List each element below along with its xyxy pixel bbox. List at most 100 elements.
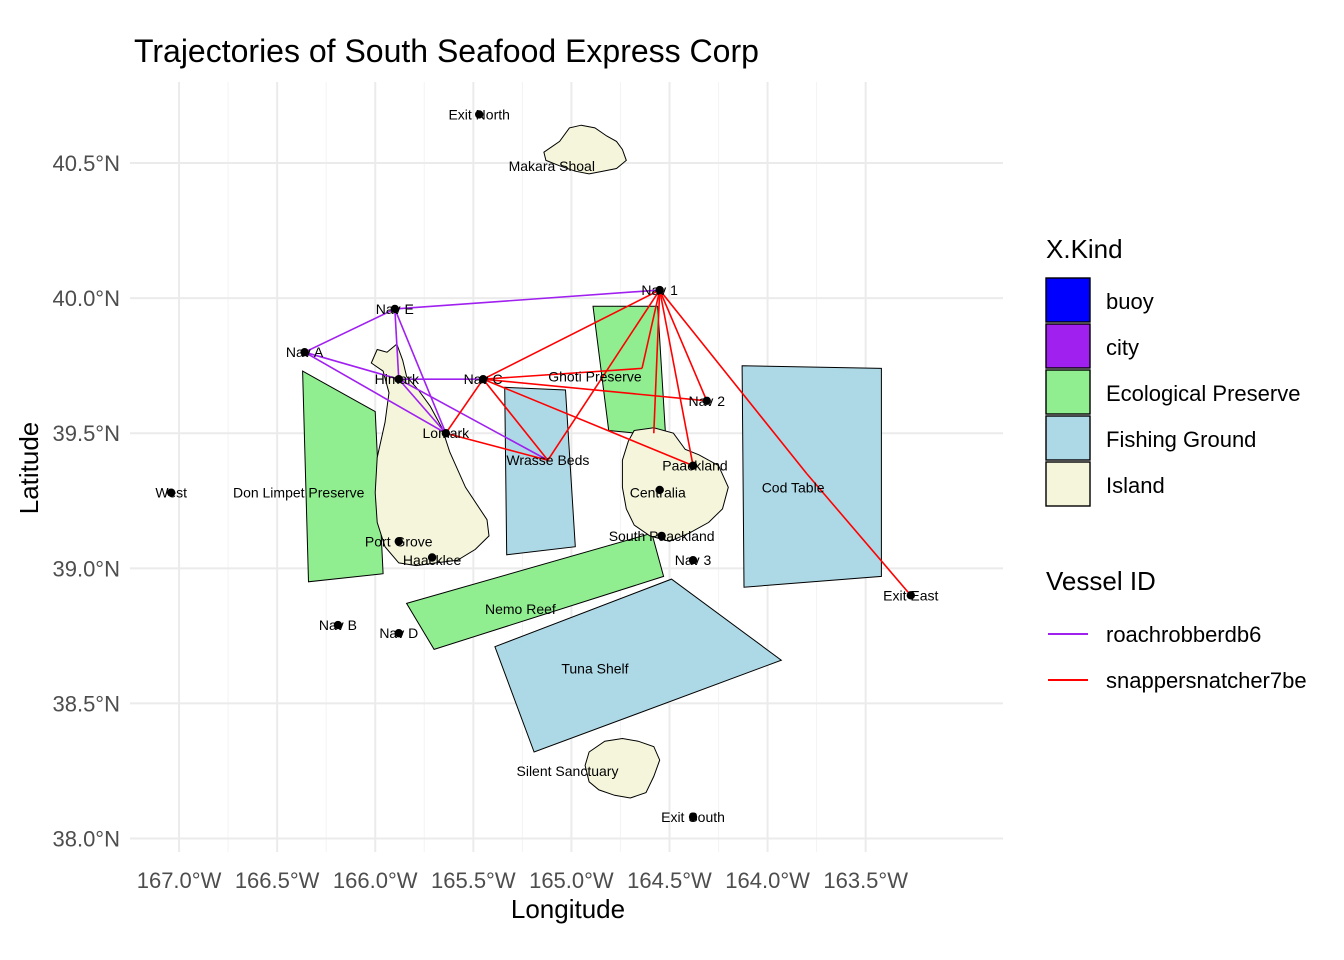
track-snappersnatcher7be <box>547 289 661 461</box>
location-point <box>702 396 711 406</box>
location-point <box>394 374 403 384</box>
track-snappersnatcher7be <box>445 378 484 434</box>
place-label-lomark: Lomark <box>423 425 471 441</box>
place-label-nav-d: Nav D <box>379 625 418 641</box>
place-label-nemo-reef: Nemo Reef <box>485 601 556 617</box>
region-nemo-reef <box>405 532 665 650</box>
y-tick-label: 40.5°N <box>52 151 120 176</box>
place-label-nav-a: Nav A <box>286 344 324 360</box>
x-tick-label: 164.0°W <box>725 868 810 893</box>
location-point <box>688 556 698 565</box>
x-tick-label: 163.5°W <box>823 868 908 893</box>
legend-label-snappersnatcher7be: snappersnatcher7be <box>1106 668 1307 693</box>
place-label-nav-1: Nav 1 <box>641 282 678 298</box>
place-label-west: West <box>155 485 187 501</box>
legend-label-roachrobberdb6: roachrobberdb6 <box>1106 622 1261 647</box>
track-roachrobberdb6 <box>398 378 447 434</box>
y-tick-label: 38.5°N <box>52 691 120 716</box>
x-tick-label: 165.5°W <box>431 868 516 893</box>
place-label-haacklee: Haacklee <box>403 552 462 568</box>
track-snappersnatcher7be <box>482 378 694 467</box>
location-point <box>390 304 400 314</box>
track-snappersnatcher7be <box>658 289 708 402</box>
location-point <box>166 488 176 497</box>
track-roachrobberdb6 <box>398 378 549 461</box>
track-snappersnatcher7be <box>659 289 808 475</box>
place-label-don-limpet-preserve: Don Limpet Preserve <box>233 485 365 501</box>
y-axis-title: Latitude <box>14 422 44 515</box>
location-point <box>441 429 451 438</box>
region-don-limpet-preserve <box>302 370 384 583</box>
place-label-nav-e: Nav E <box>376 301 414 317</box>
place-label-makara-shoal: Makara Shoal <box>509 158 595 174</box>
track-snappersnatcher7be <box>445 432 549 462</box>
location-point <box>478 374 488 384</box>
place-label-paackland: Paackland <box>662 458 727 474</box>
x-tick-label: 167.0°W <box>137 868 222 893</box>
track-snappersnatcher7be <box>482 289 661 380</box>
legend-swatch-city <box>1045 323 1091 369</box>
x-axis-title: Longitude <box>511 894 625 924</box>
track-snappersnatcher7be <box>483 367 643 380</box>
legend-label-city: city <box>1106 335 1139 360</box>
legend-label-fishing-ground: Fishing Ground <box>1106 427 1256 452</box>
legend-kind-title: X.Kind <box>1046 234 1123 264</box>
region-lomark <box>370 343 490 567</box>
location-point <box>300 347 309 357</box>
region-silent-sanctuary <box>584 737 661 799</box>
place-label-ghoti-preserve: Ghoti Preserve <box>548 368 642 384</box>
location-point <box>688 461 698 470</box>
place-label-port-grove: Port Grove <box>365 533 433 549</box>
location-point <box>655 285 664 295</box>
track-roachrobberdb6 <box>304 351 447 434</box>
region-makara-shoal <box>543 124 627 175</box>
x-tick-label: 165.0°W <box>529 868 614 893</box>
track-snappersnatcher7be <box>653 290 661 434</box>
location-point <box>394 628 403 638</box>
legend-swatch-ecological-preserve <box>1045 369 1091 415</box>
y-tick-label: 39.0°N <box>52 556 120 581</box>
y-tick-label: 38.0°N <box>52 826 120 851</box>
location-point <box>688 812 698 822</box>
region-paackland <box>621 427 729 542</box>
place-label-centralia: Centralia <box>630 485 686 501</box>
location-point <box>333 620 343 630</box>
track-roachrobberdb6 <box>394 289 660 310</box>
location-point <box>657 531 666 541</box>
location-point <box>475 110 484 119</box>
legend-label-buoy: buoy <box>1106 289 1154 314</box>
place-label-south-paackland: South Paackland <box>609 528 715 544</box>
track-roachrobberdb6 <box>394 308 447 434</box>
place-label-exit-south: Exit South <box>661 809 725 825</box>
location-point <box>655 485 664 495</box>
place-label-silent-sanctuary: Silent Sanctuary <box>517 763 619 779</box>
location-point <box>427 553 437 562</box>
place-label-exit-east: Exit East <box>883 587 938 603</box>
place-label-nav-c: Nav C <box>464 371 503 387</box>
legend-swatch-fishing-ground <box>1045 415 1091 461</box>
track-snappersnatcher7be <box>641 289 661 369</box>
place-label-nav-2: Nav 2 <box>688 393 725 409</box>
legend-swatch-island <box>1045 461 1091 507</box>
track-roachrobberdb6 <box>394 308 400 380</box>
track-snappersnatcher7be <box>658 289 694 466</box>
y-tick-label: 40.0°N <box>52 286 120 311</box>
track-snappersnatcher7be <box>483 378 707 402</box>
place-label-nav-3: Nav 3 <box>675 552 712 568</box>
location-point <box>906 591 915 600</box>
location-point <box>394 537 403 546</box>
track-roachrobberdb6 <box>304 308 396 353</box>
vessel-tracks <box>304 289 912 596</box>
region-tuna-shelf <box>494 578 783 753</box>
x-tick-label: 164.5°W <box>627 868 712 893</box>
chart-title: Trajectories of South Seafood Express Co… <box>134 33 759 69</box>
x-tick-label: 166.0°W <box>333 868 418 893</box>
location-points <box>166 110 915 822</box>
legend-swatch-buoy <box>1045 277 1091 323</box>
place-label-himark: Himark <box>375 371 420 387</box>
place-label-wrasse-beds: Wrasse Beds <box>506 452 589 468</box>
